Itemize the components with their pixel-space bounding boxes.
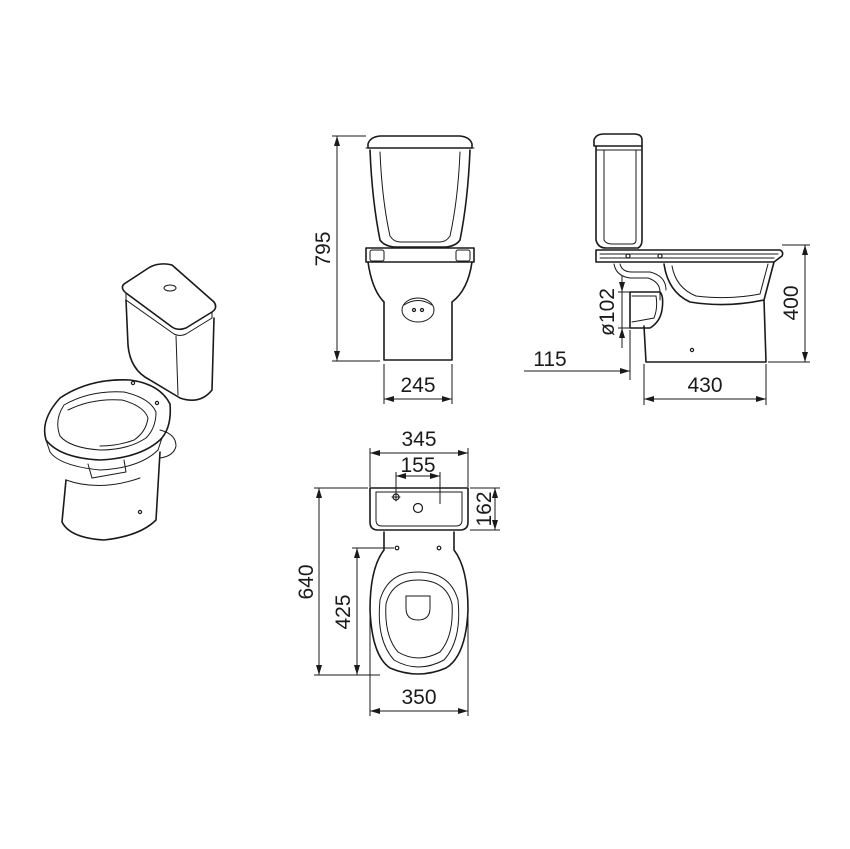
top-dimensions: 345 155 162 640 425 350 (295, 428, 500, 716)
side-view (593, 133, 784, 363)
dim-front-base-width: 245 (400, 374, 435, 397)
dim-top-tank-depth: 162 (473, 491, 496, 526)
front-dimensions: 795 245 (312, 135, 453, 404)
dim-top-tank-width: 345 (401, 428, 436, 451)
dim-top-bowl-width: 350 (401, 686, 436, 709)
top-view (369, 487, 469, 675)
dim-side-outlet-offset: 115 (533, 348, 566, 371)
perspective-view (43, 263, 217, 541)
dim-front-height: 795 (312, 231, 335, 266)
front-view (365, 135, 475, 361)
dim-side-depth: 430 (687, 374, 722, 397)
dim-top-bowl-length: 425 (332, 594, 355, 629)
side-dimensions: 400 ø102 115 430 (524, 244, 810, 405)
dim-side-seat-height: 400 (780, 285, 803, 320)
dim-top-fixing-spacing: 155 (400, 454, 435, 477)
dim-side-outlet-diameter: ø102 (596, 288, 619, 336)
dim-top-overall-length: 640 (295, 564, 318, 599)
